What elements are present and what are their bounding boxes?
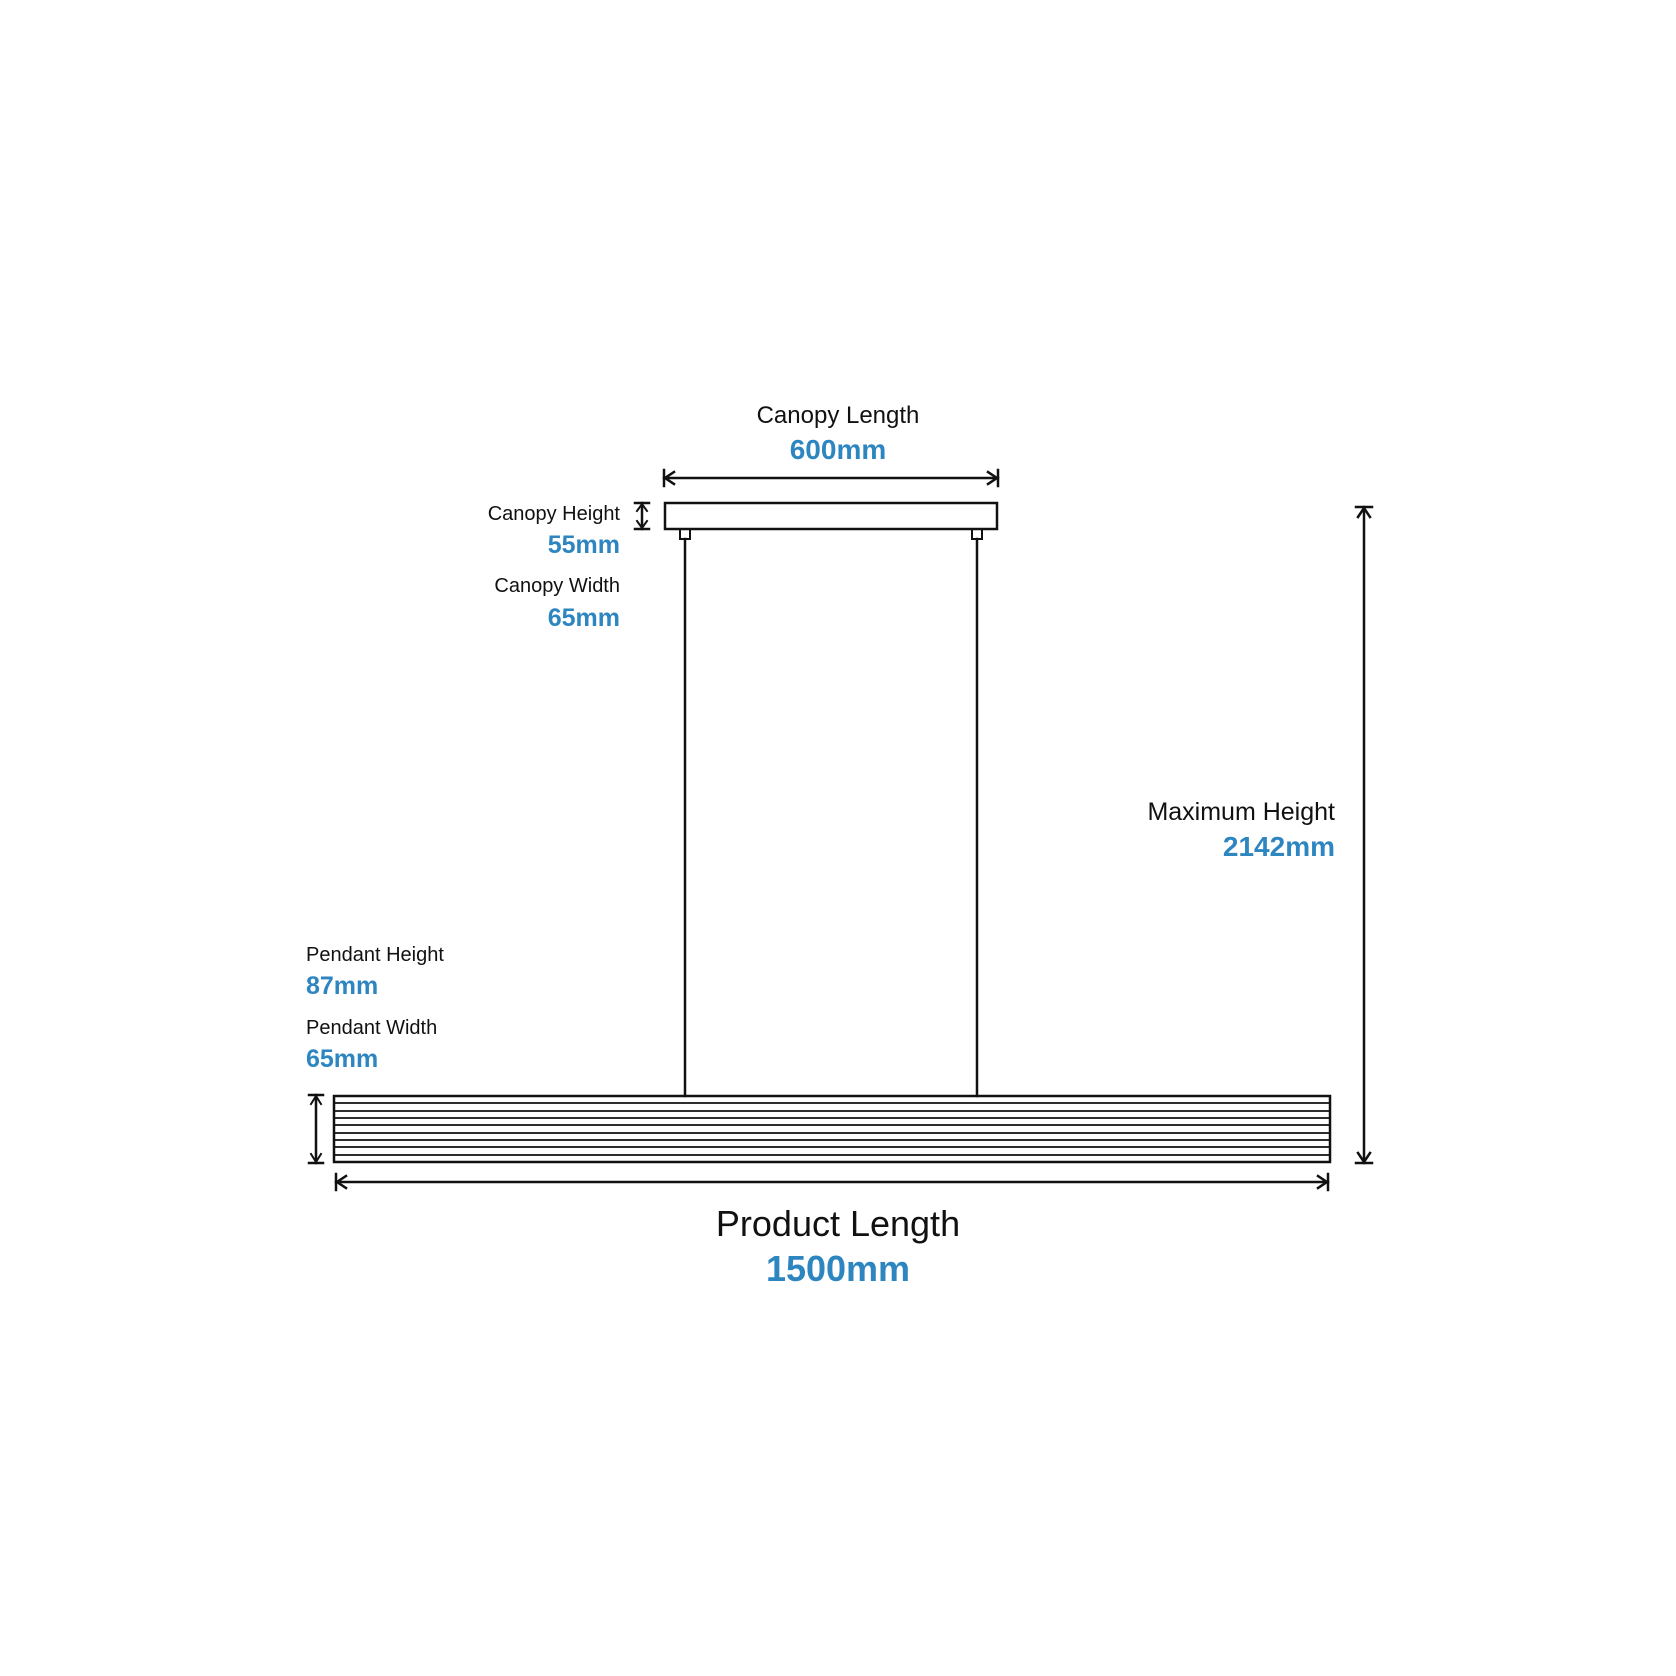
pendant-height-label: Pendant Height xyxy=(306,944,444,966)
maximum-height-value: 2142mm xyxy=(1223,831,1335,862)
product-length-value: 1500mm xyxy=(766,1248,910,1289)
canopy-width-label: Canopy Width xyxy=(494,575,620,597)
canopy-height-label: Canopy Height xyxy=(488,503,621,525)
canopy-length-value: 600mm xyxy=(790,434,887,465)
pendant-width-value: 65mm xyxy=(306,1045,378,1073)
maximum-height-label: Maximum Height xyxy=(1147,798,1335,826)
canopy xyxy=(663,501,999,531)
product-length-label: Product Length xyxy=(716,1203,960,1244)
cable-connector-left xyxy=(679,528,691,540)
pendant-height-dimension xyxy=(307,1093,325,1165)
cable-connector-right xyxy=(971,528,983,540)
canopy-height-value: 55mm xyxy=(548,531,620,559)
maximum-height-dimension xyxy=(1354,505,1374,1165)
pendant-height-value: 87mm xyxy=(306,972,378,1000)
canopy-height-dimension xyxy=(633,501,651,531)
canopy-width-value: 65mm xyxy=(548,604,620,632)
pendant-width-label: Pendant Width xyxy=(306,1017,437,1039)
pendant-body xyxy=(332,1094,1332,1164)
canopy-length-label: Canopy Length xyxy=(757,402,920,429)
product-length-dimension xyxy=(334,1172,1330,1192)
canopy-length-dimension xyxy=(662,468,1000,488)
